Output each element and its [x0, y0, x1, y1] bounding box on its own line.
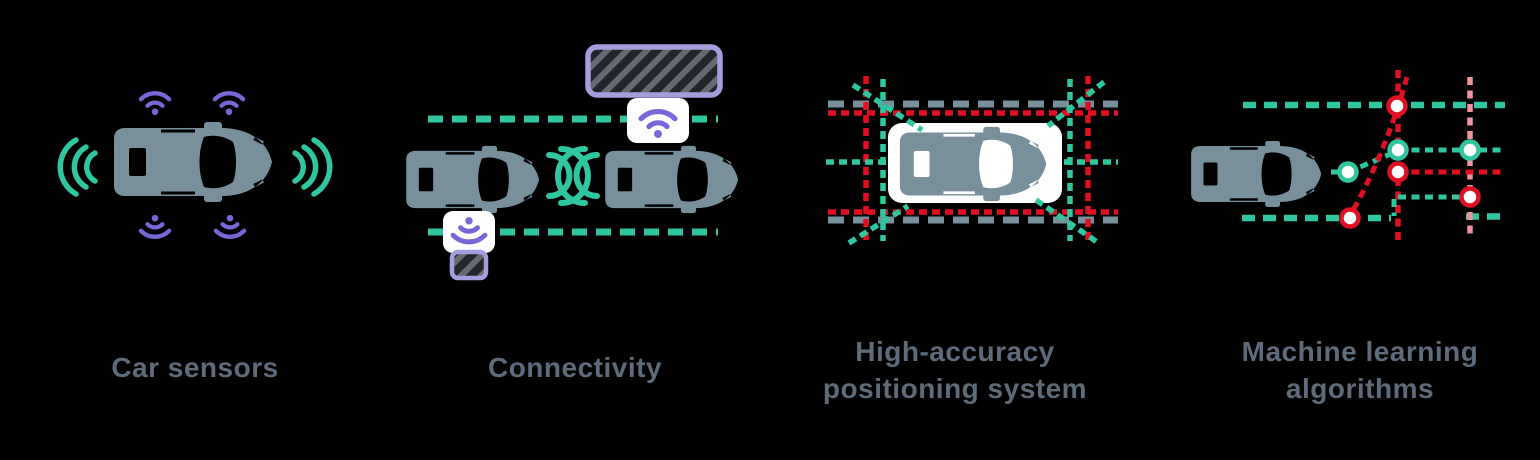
car-top-view [1191, 141, 1322, 207]
label-connectivity: Connectivity [487, 352, 663, 383]
roadside-wifi-beacon [443, 211, 495, 253]
panel-positioning-illustration [826, 76, 1118, 247]
road-sign [585, 44, 723, 98]
car-to-car-signal-icon [546, 146, 600, 206]
grid-diagonal-teal [847, 79, 1106, 247]
data-node-teal [1337, 139, 1481, 183]
graph-line-red [1347, 76, 1505, 218]
label-high-accuracy-positioning: High-accuracy positioning system [822, 336, 1088, 404]
car-top-view [406, 145, 540, 214]
label-machine-learning: Machine learning algorithms [1241, 336, 1479, 404]
panel-connectivity-illustration [406, 44, 739, 281]
panel-car-sensors-illustration [57, 93, 333, 236]
roadside-wifi-beacon [627, 98, 689, 143]
label-car-sensors: Car sensors [111, 352, 279, 383]
panel-machine-learning-illustration [1191, 70, 1505, 243]
side-signal-waves-icon [57, 137, 333, 197]
car-top-view [605, 145, 739, 214]
small-road-sign [449, 249, 489, 281]
data-node-red [1339, 95, 1481, 229]
car-top-view [114, 122, 272, 202]
